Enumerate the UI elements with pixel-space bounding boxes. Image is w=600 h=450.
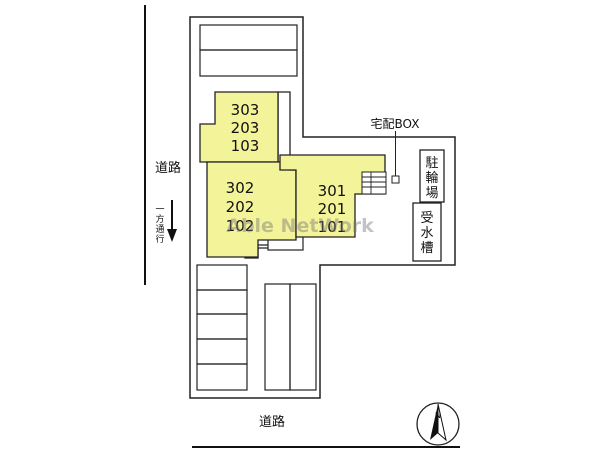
parking-space (196, 338, 248, 365)
vertical-label-char: 受 (420, 211, 433, 226)
unit-label: 102 (226, 217, 255, 235)
building-block-301-201-101 (279, 154, 386, 238)
watermark: Able NetWork (226, 215, 374, 237)
unit-label: 101 (318, 218, 347, 236)
staircase (361, 171, 387, 195)
parking-space (196, 289, 248, 315)
one-way-arrow (167, 200, 177, 242)
vertical-label-char: 行 (155, 233, 164, 245)
water-tank-label: 受水槽 (420, 211, 433, 256)
left-road-label: 道路 (155, 160, 181, 176)
delivery-box-label: 宅配BOX (371, 116, 420, 131)
vertical-label-char: 駐 (425, 156, 438, 171)
vertical-label-char: 通 (155, 224, 164, 235)
water-tank-box (412, 202, 442, 262)
compass-letter: N (435, 411, 441, 420)
unit-label: 103 (231, 137, 260, 155)
unit-label: 202 (226, 198, 255, 216)
bicycle-parking-box (419, 149, 445, 203)
vertical-label-char: 槽 (420, 241, 433, 256)
unit-label: 302 (226, 179, 255, 197)
parking-space (264, 283, 291, 391)
parking-space (289, 283, 317, 391)
parking-space (196, 313, 248, 340)
parking-space (196, 264, 248, 291)
bottom-road-label: 道路 (259, 414, 285, 430)
parking-space (199, 49, 298, 77)
parking-space (199, 24, 298, 51)
vertical-label-char: 場 (425, 186, 438, 201)
vertical-label-char: 水 (420, 226, 433, 241)
unit-label: 303 (231, 101, 260, 119)
vertical-label-char: 方 (155, 213, 164, 225)
delivery-box-marker (391, 175, 400, 184)
parking-space (196, 363, 248, 391)
unit-label: 301 (318, 182, 347, 200)
bicycle-parking-label: 駐輪場 (425, 156, 438, 201)
vertical-label-char: 輪 (425, 170, 438, 186)
north-compass-icon: N (416, 402, 460, 446)
property-boundary (189, 16, 456, 399)
unit-label: 201 (318, 200, 347, 218)
vertical-label-char: 一 (155, 205, 164, 215)
unit-label: 203 (231, 119, 260, 137)
building-block-303-203-103 (199, 91, 279, 163)
